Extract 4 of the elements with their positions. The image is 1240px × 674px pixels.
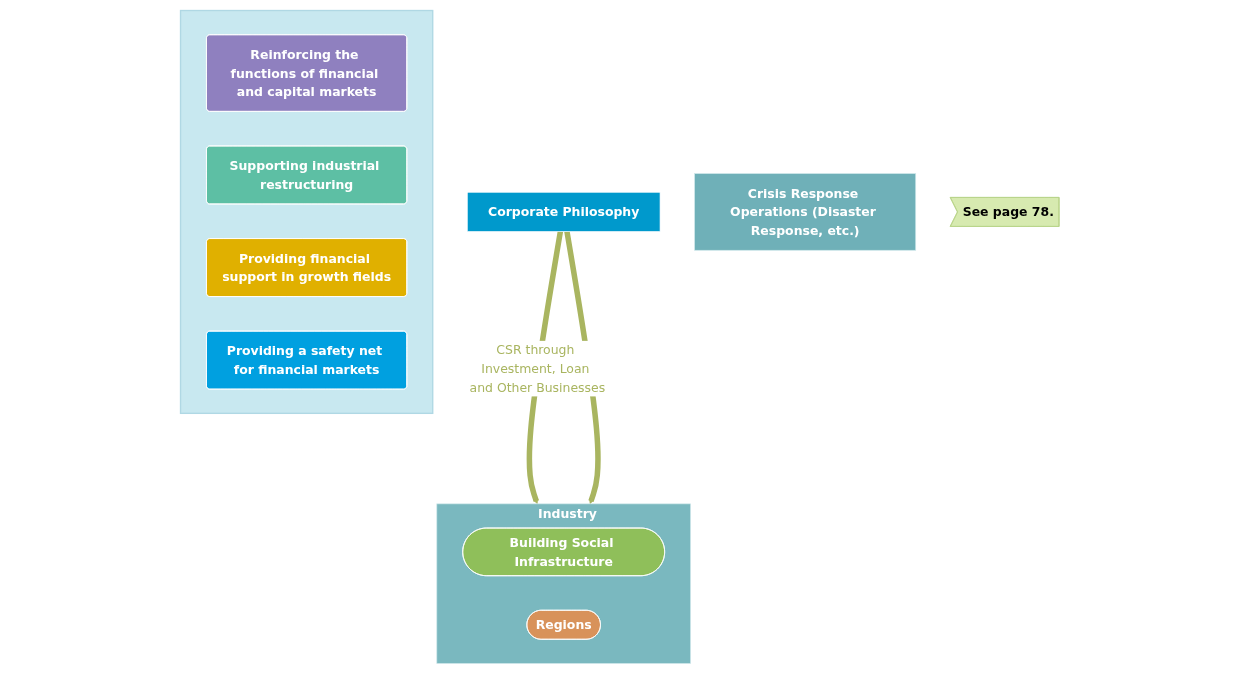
node-box: Crisis Response Operations (Disaster Response, etc.) [694,173,917,251]
node-box: Corporate Philosophy [467,191,661,232]
cluster [180,9,434,415]
edge-label: CSR through Investment, Loan and Other Businesses [469,342,606,395]
